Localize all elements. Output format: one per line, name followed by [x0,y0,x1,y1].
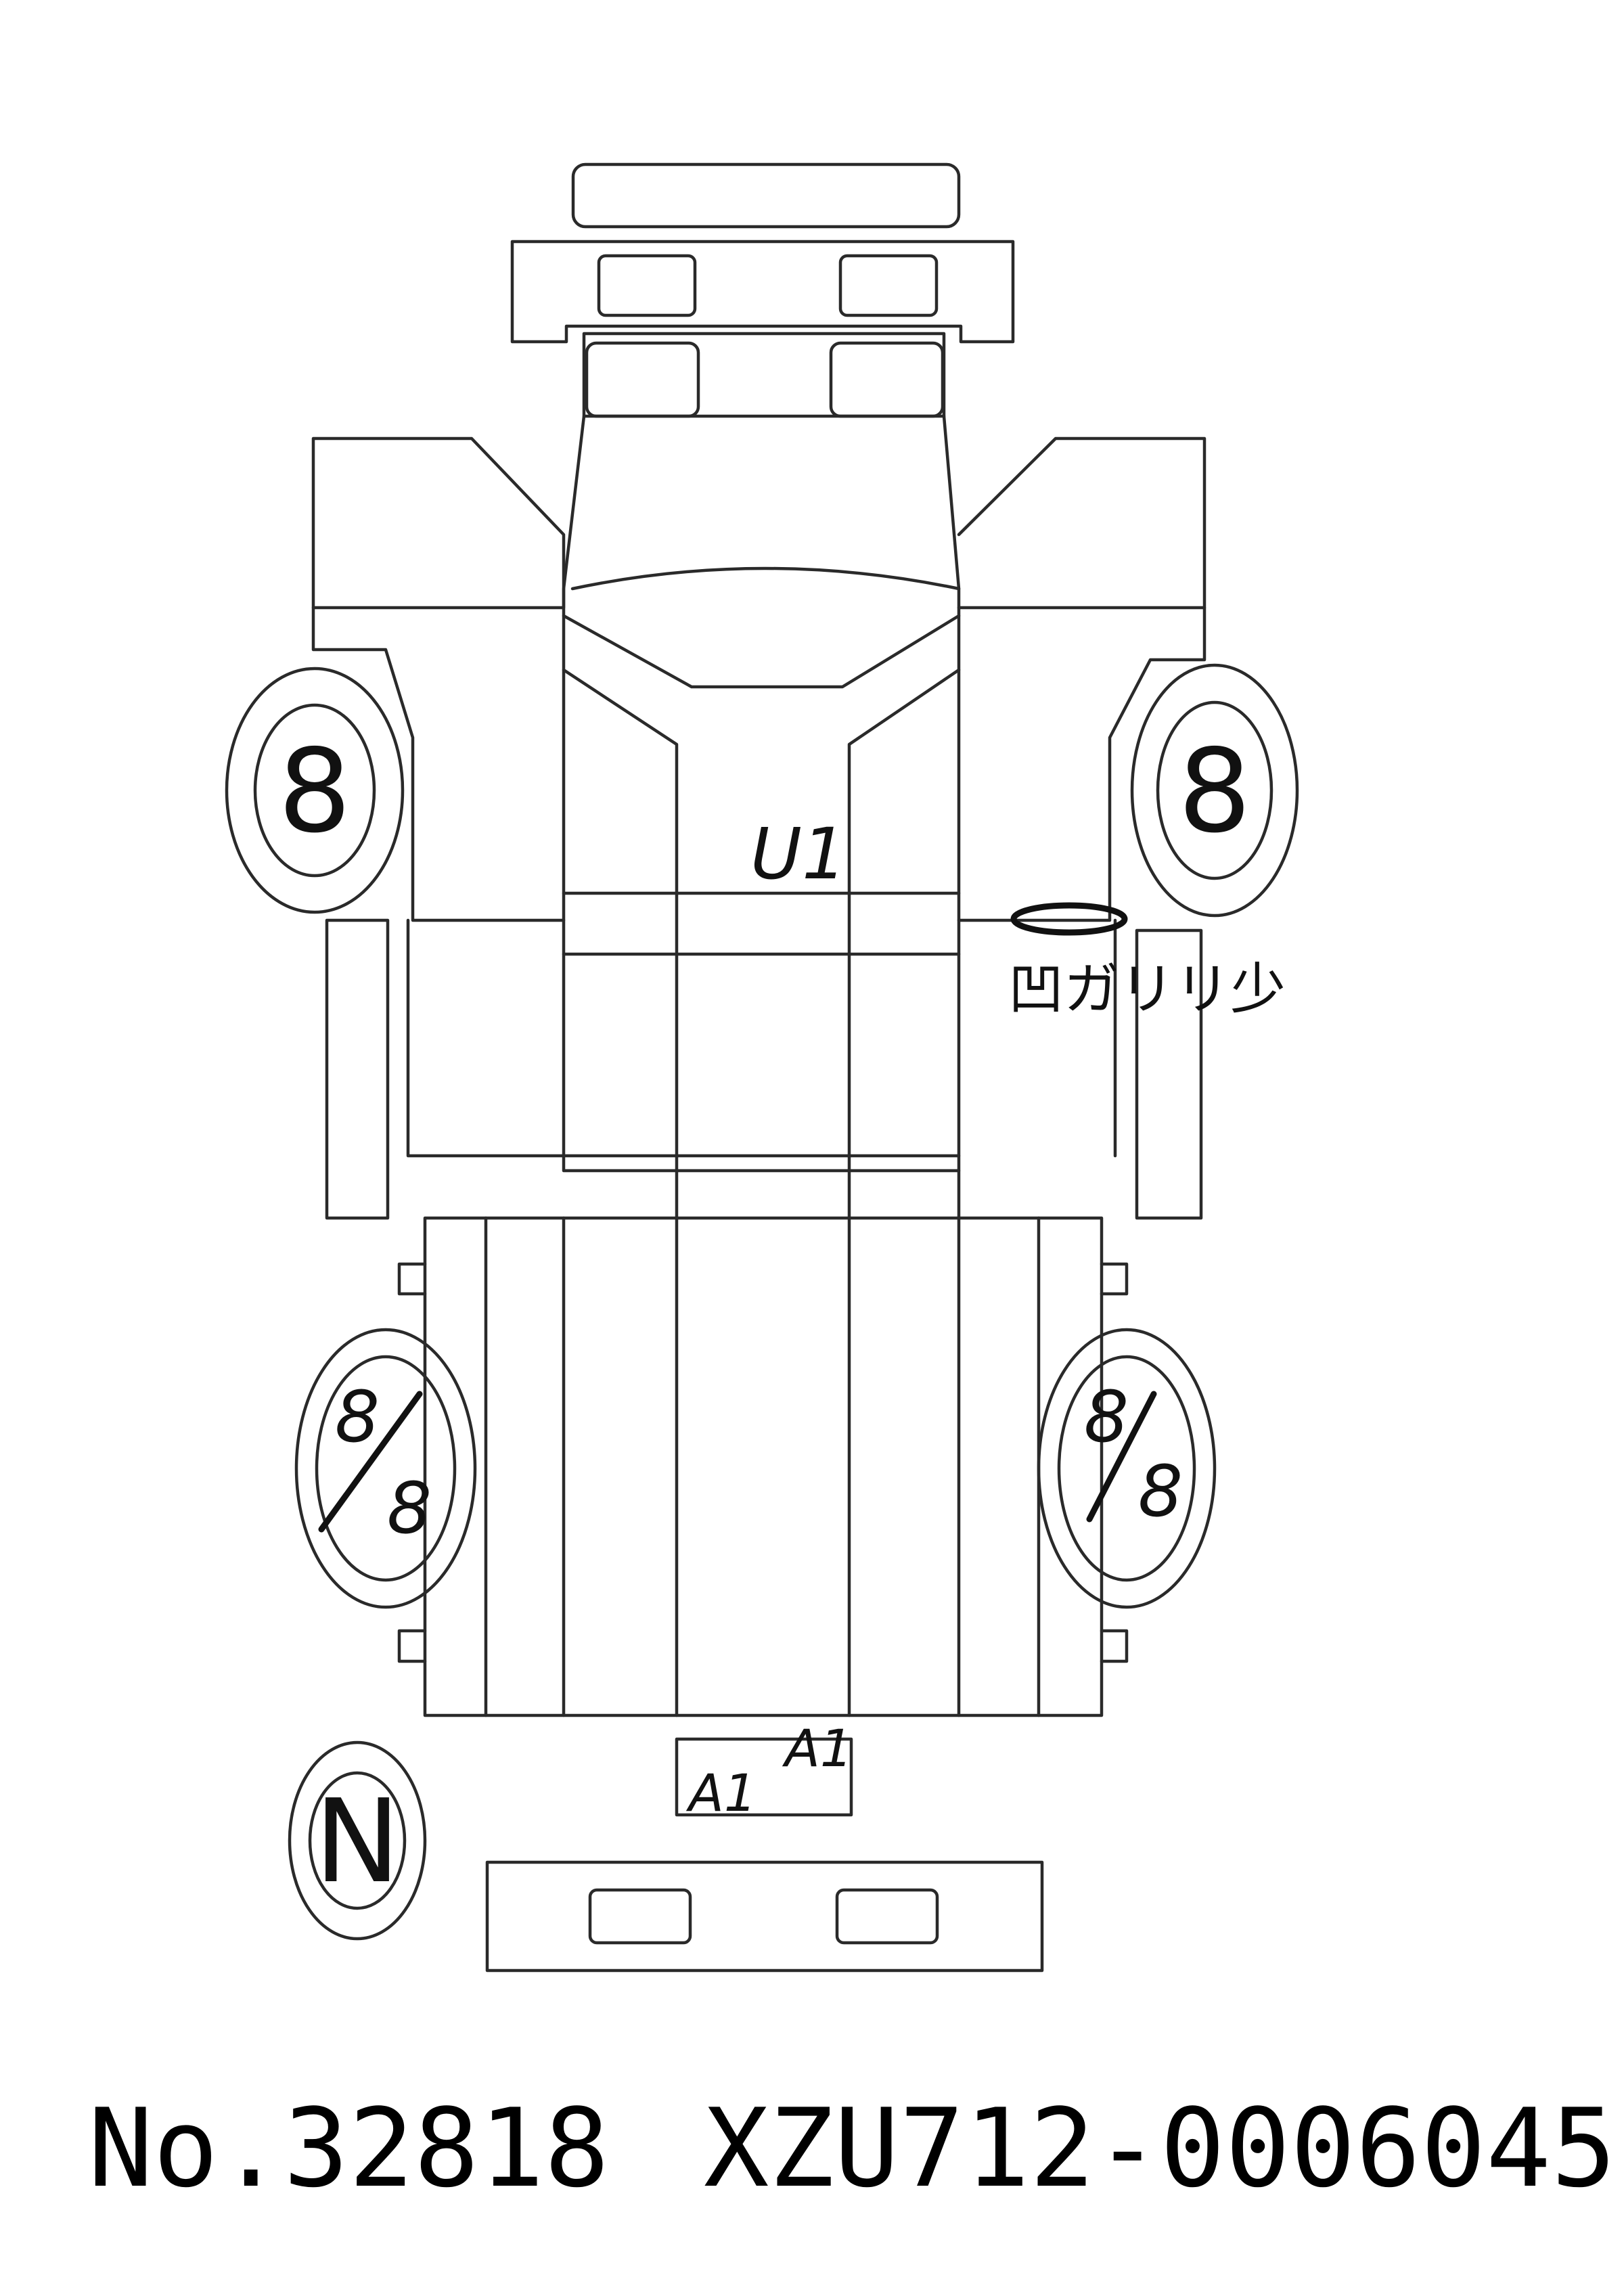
front-left-tire [225,667,405,914]
front-left-tire-mark: 8 [278,725,351,859]
rear-right-tire [1037,1328,1217,1609]
rear-bumper [485,1860,1044,1973]
front-right-tire [1130,663,1299,918]
rear-left-tire-mark-top: 8 [335,1376,380,1458]
rear-panel-mark-upper: A1 [782,1718,853,1778]
chassis-number: XZU712-0006045 [704,2085,1617,2211]
rear-left-tire-slash [318,1391,423,1533]
rear-panel [675,1737,853,1817]
spare-tire [288,1740,427,1941]
cab-left-side [311,436,961,1220]
stock-number: No.32818 [88,2085,610,2211]
front-grille [510,240,1015,344]
cab-right-side [957,436,1206,1220]
front-left-headlight [597,254,697,317]
cab [562,414,961,1173]
cargo-bed [397,1169,1129,1717]
rear-left-tire-mark-bottom: 8 [387,1467,432,1550]
front-bumper [571,162,961,229]
rear-right-tire-mark-top: 8 [1084,1376,1129,1458]
rear-panel-mark-lower: A1 [685,1763,757,1823]
front-right-tire-mark: 8 [1178,725,1251,859]
windshield [582,332,946,418]
damage-circle [1010,902,1128,936]
rear-right-tire-mark-bottom: 8 [1138,1450,1183,1533]
rear-right-tire-slash [1086,1391,1157,1523]
spare-tire-mark: N [314,1775,400,1909]
cab-roof-mark: U1 [750,813,847,895]
damage-note: 凹ガリリ少 [1008,958,1286,1022]
front-right-headlight [838,254,939,317]
rear-left-tire [294,1328,477,1609]
